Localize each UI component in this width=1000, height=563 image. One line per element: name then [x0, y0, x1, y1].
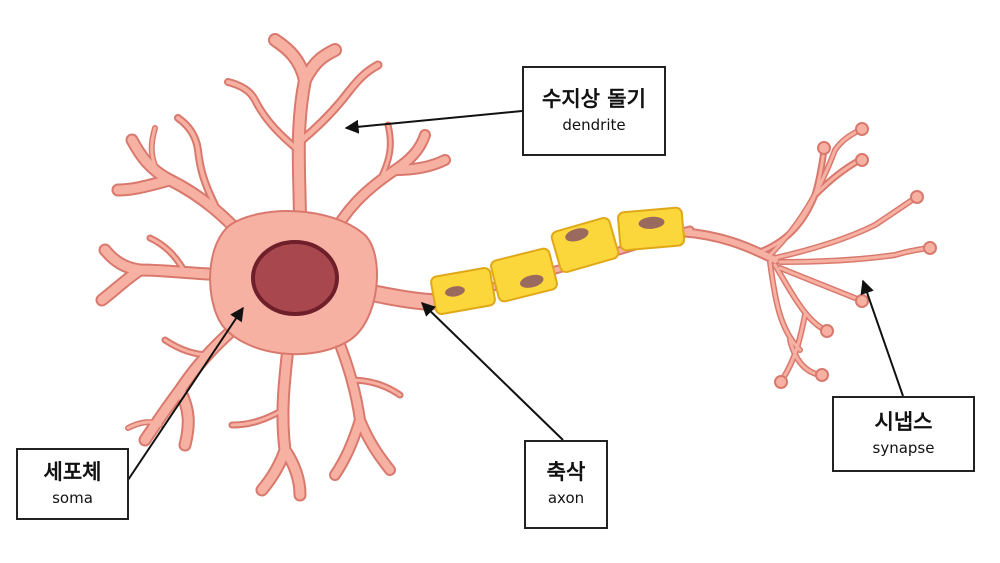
soma-korean-label: 세포체 — [43, 459, 102, 484]
leader-arrows — [127, 110, 904, 481]
synapse-korean-label: 시냅스 — [874, 409, 933, 434]
soma-arrow — [127, 306, 244, 481]
axon-label: 축삭 axon — [524, 440, 608, 529]
axon-korean-label: 축삭 — [546, 460, 586, 485]
myelin-sheath — [430, 206, 686, 315]
axon-english-label: axon — [547, 489, 585, 508]
cell-nucleus — [251, 240, 339, 316]
synapse-arrow — [860, 279, 904, 397]
synapse-english-label: synapse — [872, 438, 935, 457]
axon-arrow — [420, 302, 564, 441]
dendrite-arrow — [344, 110, 523, 134]
dendrite-korean-label: 수지상 돌기 — [542, 86, 646, 111]
dendrite-label: 수지상 돌기 dendrite — [522, 66, 666, 156]
dendrite-english-label: dendrite — [562, 115, 626, 134]
soma-label: 세포체 soma — [16, 448, 129, 520]
soma-body — [209, 210, 378, 356]
soma-english-label: soma — [52, 488, 93, 507]
synapse-label: 시냅스 synapse — [832, 396, 975, 472]
